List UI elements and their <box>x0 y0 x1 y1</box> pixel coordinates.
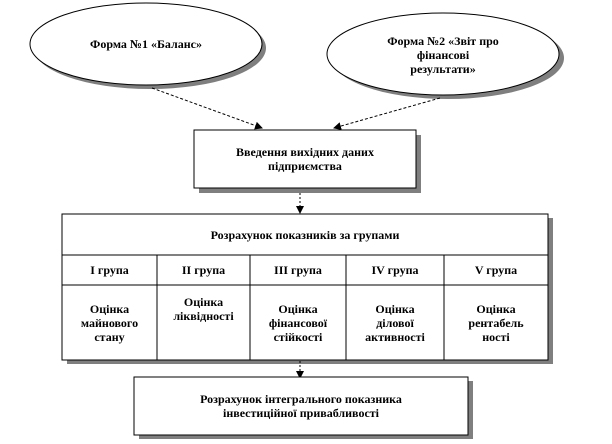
input-data-label: Введення вихідних даних підприємства <box>194 130 416 188</box>
arrow-results-to-input <box>333 97 441 130</box>
group-desc-1: Оцінка майнового стану <box>62 285 157 360</box>
group-desc-5-line-3: ності <box>482 329 510 344</box>
integral-result-box <box>133 376 469 436</box>
integral-result-line-1: Розрахунок інтегрального показника <box>200 392 402 406</box>
group-header-2-text: II група <box>181 263 226 277</box>
source-ellipse-balance <box>29 2 263 86</box>
group-desc-4-line-1: Оцінка <box>375 301 415 316</box>
integral-result-line-2: інвестиційної привабливості <box>222 406 380 420</box>
group-desc-1-line-1: Оцінка <box>89 301 130 316</box>
group-desc-4-line-3: активності <box>365 329 425 344</box>
group-desc-5-line-2: рентабель <box>468 315 524 330</box>
group-header-1: I група <box>62 255 157 285</box>
source-label-balance: Форма №1 «Баланс» <box>50 24 242 64</box>
group-desc-3-line-2: фінансової <box>268 315 328 330</box>
group-desc-3: Оцінка фінансової стійкості <box>250 285 346 360</box>
source-label-financial-results: Форма №2 «Звіт про фінансові результати» <box>347 27 539 83</box>
source-label-results-line-2: фінансові <box>416 48 470 62</box>
group-header-1-text: I група <box>90 263 129 277</box>
group-header-2: II група <box>157 255 250 285</box>
group-desc-3-line-1: Оцінка <box>278 301 318 316</box>
calc-groups-box <box>61 213 549 361</box>
group-header-3: III група <box>250 255 346 285</box>
group-desc-5-line-1: Оцінка <box>476 301 516 316</box>
group-desc-2: Оцінка ліквідності <box>157 285 250 360</box>
group-desc-2-line-2: ліквідності <box>173 309 234 323</box>
group-desc-1-line-3: стану <box>94 329 125 344</box>
group-desc-2-line-1: Оцінка <box>183 295 224 309</box>
arrow-balance-to-input <box>151 87 263 130</box>
source-label-results-line-1: Форма №2 «Звіт про <box>387 34 499 48</box>
group-desc-3-line-3: стійкості <box>273 329 323 344</box>
group-header-3-text: III група <box>274 263 322 277</box>
source-label-results-line-3: результати» <box>410 62 476 76</box>
integral-result-label: Розрахунок інтегрального показника інвес… <box>134 377 468 435</box>
group-desc-4-line-2: ділової <box>376 315 414 330</box>
group-desc-5: Оцінка рентабель ності <box>444 285 548 360</box>
group-header-5: V група <box>444 255 548 285</box>
source-label-balance-line-1: Форма №1 «Баланс» <box>90 37 202 51</box>
input-data-line-2: підприємства <box>268 159 342 173</box>
source-ellipse-financial-results <box>326 12 560 96</box>
input-data-line-1: Введення вихідних даних <box>236 145 374 159</box>
calc-groups-title: Розрахунок показників за групами <box>62 214 548 255</box>
group-header-4: IV група <box>346 255 444 285</box>
group-desc-1-line-2: майнового <box>80 315 139 330</box>
group-header-5-text: V група <box>474 263 518 277</box>
group-desc-4: Оцінка ділової активності <box>346 285 444 360</box>
input-data-box <box>193 129 417 189</box>
calc-groups-title-text: Розрахунок показників за групами <box>210 227 400 242</box>
group-header-4-text: IV група <box>371 263 419 277</box>
